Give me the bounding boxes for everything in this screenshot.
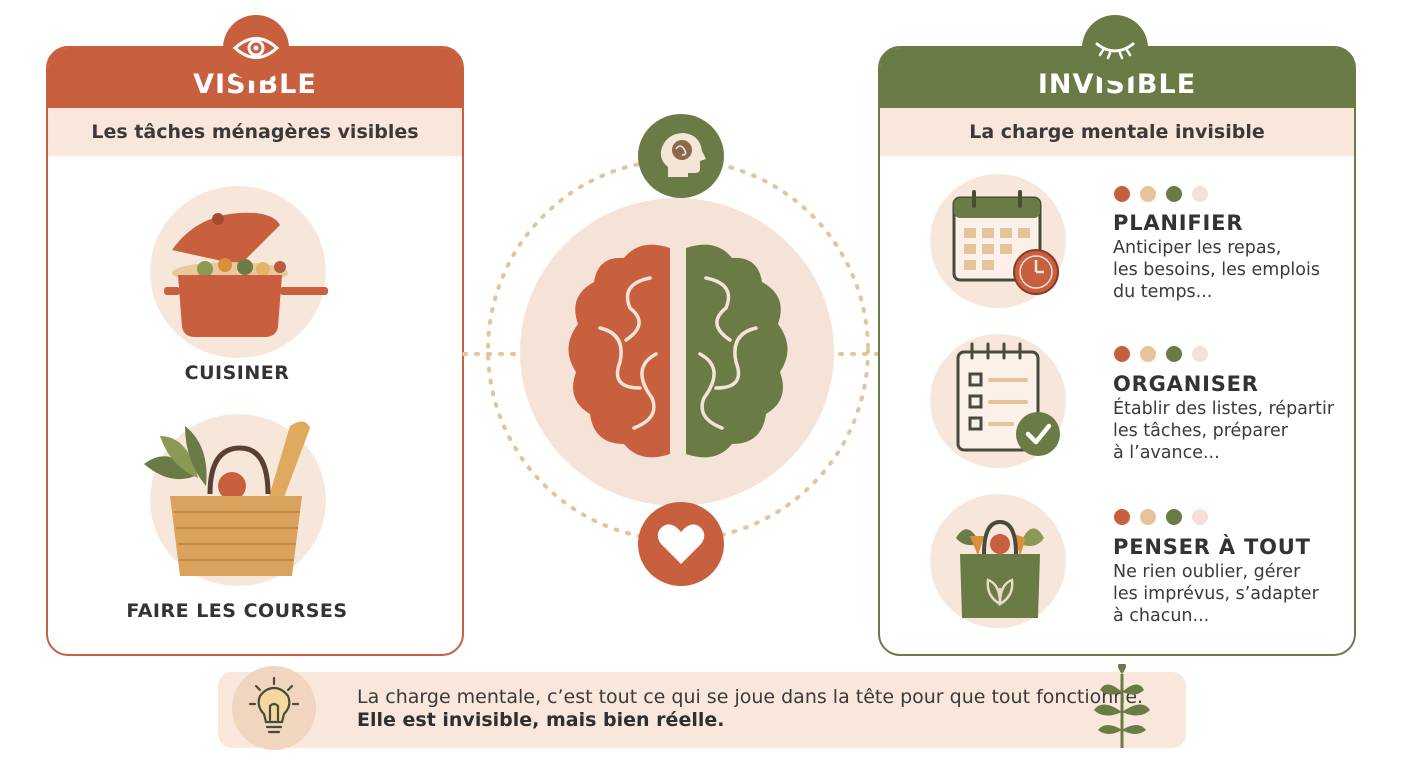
task-dots-1 [1114, 186, 1208, 202]
task-title-penser: PENSER À TOUT [1113, 535, 1311, 559]
task-title-planifier: PLANIFIER [1113, 211, 1244, 235]
task-dots-3 [1114, 509, 1208, 525]
lightbulb-icon [248, 676, 300, 734]
checklist-icon [956, 342, 1060, 456]
eye-icon [232, 37, 280, 59]
head-badge [638, 114, 724, 198]
item-label-courses: FAIRE LES COURSES [126, 600, 348, 622]
head-thought-icon [660, 133, 706, 177]
shopping-bag-icon [956, 519, 1044, 618]
heart-badge [638, 502, 724, 586]
heart-icon [657, 524, 705, 564]
invisible-subtitle: La charge mentale invisible [880, 108, 1354, 156]
eye-badge [223, 15, 289, 81]
calendar-clock-icon [952, 190, 1059, 295]
brain-icon [568, 244, 788, 458]
task-dots-2 [1114, 346, 1208, 362]
banner-line-2: Elle est invisible, mais bien réelle. [357, 709, 725, 731]
visible-subtitle: Les tâches ménagères visibles [48, 108, 462, 156]
closed-eye-badge [1082, 15, 1148, 81]
item-label-cuisiner: CUISINER [184, 362, 290, 384]
grocery-basket-icon [144, 421, 310, 576]
cooking-pot-icon [164, 212, 328, 337]
bottom-banner [218, 672, 1186, 748]
task-title-organiser: ORGANISER [1113, 372, 1259, 396]
banner-line-1: La charge mentale, c’est tout ce qui se … [357, 686, 1144, 708]
closed-eye-icon [1095, 42, 1135, 60]
visible-panel: VISIBLE Les tâches ménagères visibles [46, 46, 464, 656]
plant-sprout-icon [1094, 664, 1150, 748]
task-desc-planifier: Anticiper les repas,les besoins, les emp… [1113, 238, 1320, 302]
